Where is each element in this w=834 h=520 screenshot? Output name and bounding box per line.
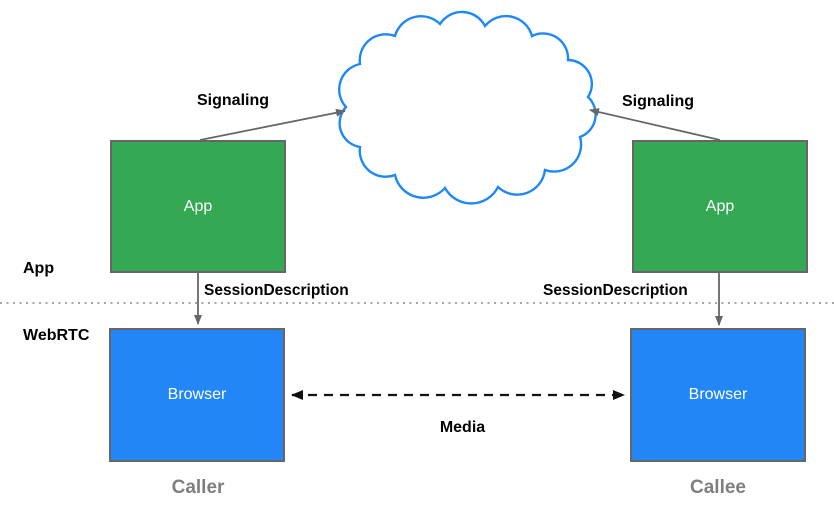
signaling-label-left: Signaling [197, 92, 269, 109]
callee-browser-node-label: Browser [688, 386, 748, 403]
webrtc-layer-label: WebRTC [23, 327, 90, 344]
signaling-arrow-left [199, 108, 346, 141]
caller-app-node: App [110, 140, 286, 273]
caller-caption: Caller [171, 477, 225, 498]
caller-browser-node: Browser [109, 328, 285, 462]
callee-caption: Callee [690, 477, 746, 498]
media-label: Media [439, 419, 486, 436]
callee-app-node-label: App [705, 197, 735, 215]
cloud-icon [338, 10, 597, 205]
callee-browser-node: Browser [630, 328, 806, 462]
session-description-label-left: SessionDescription [204, 282, 349, 299]
signaling-label-right: Signaling [622, 93, 694, 110]
caller-app-node-label: App [183, 197, 213, 215]
signaling-arrow-right [589, 108, 721, 141]
app-layer-label: App [23, 260, 55, 277]
caller-browser-node-label: Browser [167, 386, 227, 403]
callee-app-node: App [632, 140, 808, 273]
session-description-label-right: SessionDescription [543, 282, 688, 299]
